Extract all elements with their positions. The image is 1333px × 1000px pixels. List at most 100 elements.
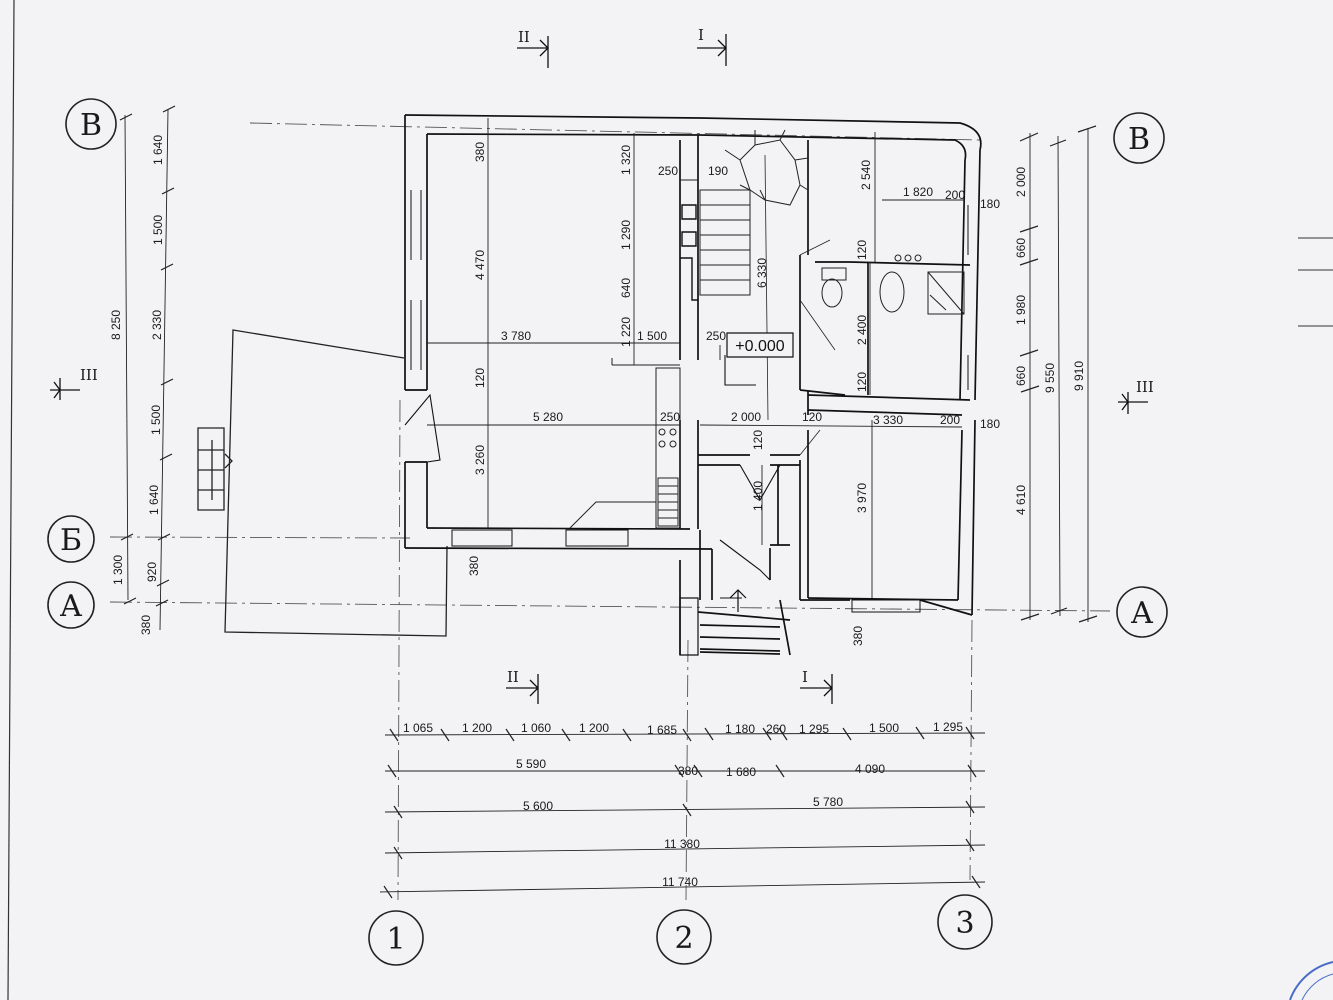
- axis-label-row-v-left: В: [80, 108, 102, 143]
- dim-int-640: 640: [619, 278, 633, 298]
- dim-bottom-r2-1: 380: [678, 764, 698, 778]
- dim-int-120d: 120: [855, 240, 869, 260]
- section-marks: [50, 34, 1148, 704]
- dim-int-250c: 250: [660, 410, 680, 424]
- section-mark-right-III: [1118, 392, 1148, 414]
- dim-int-1500: 1 500: [637, 329, 667, 343]
- dim-int-180a: 180: [980, 197, 1000, 211]
- dim-int-1220: 1 220: [619, 317, 633, 347]
- dim-int-3780: 3 780: [501, 329, 531, 343]
- dim-int-2400: 2 400: [855, 315, 869, 345]
- dim-int-250a: 250: [658, 164, 678, 178]
- dim-int-4470: 4 470: [473, 250, 487, 280]
- dim-int-200a: 200: [945, 188, 965, 202]
- dim-bottom-r2-0: 5 590: [516, 757, 546, 771]
- dim-right-2: 1 980: [1014, 295, 1028, 325]
- axis-label-row-a-left: А: [60, 589, 83, 624]
- dim-int-3970: 3 970: [855, 483, 869, 513]
- dim-left-3: 1 500: [149, 405, 163, 435]
- dim-int-380-bot: 380: [467, 556, 481, 576]
- axis-label-col-1: 1: [386, 922, 405, 957]
- axis-label-col-3: 3: [955, 906, 974, 941]
- dim-left-6: 920: [145, 562, 159, 582]
- section-label-right-III: III: [1136, 378, 1154, 396]
- dim-int-1820: 1 820: [903, 185, 933, 199]
- section-label-bottom-II: II: [507, 668, 519, 686]
- axis-bubbles: [48, 99, 1167, 965]
- dim-right-outer: 9 910: [1072, 361, 1086, 391]
- section-mark-bottom-II: [506, 674, 538, 704]
- dim-bottom-r1-9: 1 295: [933, 720, 963, 734]
- section-mark-bottom-I: [800, 674, 832, 704]
- dim-left-1: 1 500: [151, 215, 165, 245]
- stamp-fragment: [1290, 962, 1333, 1000]
- dim-left-7: 380: [139, 615, 153, 635]
- dim-bottom-r5: 11 740: [662, 875, 698, 889]
- kitchen-furniture: [570, 358, 680, 528]
- dim-right-mid: 9 550: [1043, 363, 1057, 393]
- section-label-bottom-I: I: [802, 668, 808, 686]
- dim-int-380-right: 380: [851, 626, 865, 646]
- dim-int-120a: 120: [473, 368, 487, 388]
- dim-int-120c: 120: [751, 430, 765, 450]
- sheet-border-line: [8, 0, 14, 1000]
- axis-bubble-row-v-right: [1114, 113, 1164, 163]
- doors: [405, 355, 780, 580]
- axis-bubble-col-1: [369, 911, 423, 965]
- staircase: [700, 130, 808, 420]
- dim-bottom-r1-2: 1 060: [521, 721, 551, 735]
- dim-bottom-r1-1: 1 200: [462, 721, 492, 735]
- right-dimensions: 2 000 660 1 980 660 4 610 9 550 9 910: [1014, 167, 1086, 515]
- axis-label-col-2: 2: [674, 921, 693, 956]
- dim-left-4: 1 640: [147, 485, 161, 515]
- axis-label-row-b-left: Б: [60, 523, 82, 558]
- dim-int-1290: 1 290: [619, 220, 633, 250]
- dim-left-outer: 8 250: [109, 310, 123, 340]
- dim-bottom-r1-5: 1 180: [725, 722, 755, 736]
- dim-int-2540: 2 540: [859, 160, 873, 190]
- axis-labels: В Б А В А 1 2 3: [60, 108, 1154, 957]
- dim-int-190: 190: [708, 164, 728, 178]
- dim-bottom-r1-0: 1 065: [403, 721, 433, 735]
- dim-int-1400: 1 400: [751, 481, 765, 511]
- section-label-top-II: II: [518, 28, 530, 46]
- dim-right-1: 660: [1014, 238, 1028, 258]
- dim-int-3260: 3 260: [473, 445, 487, 475]
- bottom-dimensions: 1 065 1 200 1 060 1 200 1 685 1 180 260 …: [403, 720, 963, 889]
- dim-left-5: 1 300: [111, 555, 125, 585]
- dim-right-4: 4 610: [1014, 485, 1028, 515]
- dim-bottom-r1-7: 1 295: [799, 722, 829, 736]
- dim-int-200b: 200: [940, 413, 960, 427]
- axis-lines: [110, 123, 1110, 900]
- axis-bubble-row-a-left: [48, 582, 94, 628]
- dim-int-3330: 3 330: [873, 413, 903, 427]
- dim-left-0: 1 640: [151, 135, 165, 165]
- dim-int-250b: 250: [706, 329, 726, 343]
- bathroom-fixtures: [800, 240, 964, 455]
- dimension-lines: [120, 106, 1097, 898]
- axis-bubble-col-3: [938, 895, 992, 949]
- dim-int-5280: 5 280: [533, 410, 563, 424]
- level-mark-box: [727, 333, 793, 357]
- dim-int-6330: 6 330: [755, 258, 769, 288]
- section-mark-top-I: [697, 34, 726, 66]
- section-label-left-III: III: [80, 366, 98, 384]
- interior-dimensions: 380 4 470 1 320 1 290 640 1 220 3 780 1 …: [467, 142, 1000, 646]
- axis-bubble-row-b-left: [48, 516, 94, 562]
- axis-label-row-v-right: В: [1128, 122, 1150, 157]
- dim-bottom-r1-8: 1 500: [869, 721, 899, 735]
- section-label-top-I: I: [698, 26, 704, 44]
- axis-bubble-col-2: [657, 910, 711, 964]
- dim-int-1320: 1 320: [619, 145, 633, 175]
- axis-bubble-row-a-right: [1117, 587, 1167, 637]
- dim-right-3: 660: [1014, 366, 1028, 386]
- dim-bottom-r2-3: 4 090: [855, 762, 885, 776]
- dim-bottom-r1-6: 260: [766, 722, 786, 736]
- axis-bubble-row-v-left: [66, 99, 116, 149]
- section-mark-top-II: [517, 36, 548, 68]
- dim-bottom-r3-1: 5 780: [813, 795, 843, 809]
- ducts: [680, 205, 698, 300]
- entry-arrow: [730, 590, 746, 612]
